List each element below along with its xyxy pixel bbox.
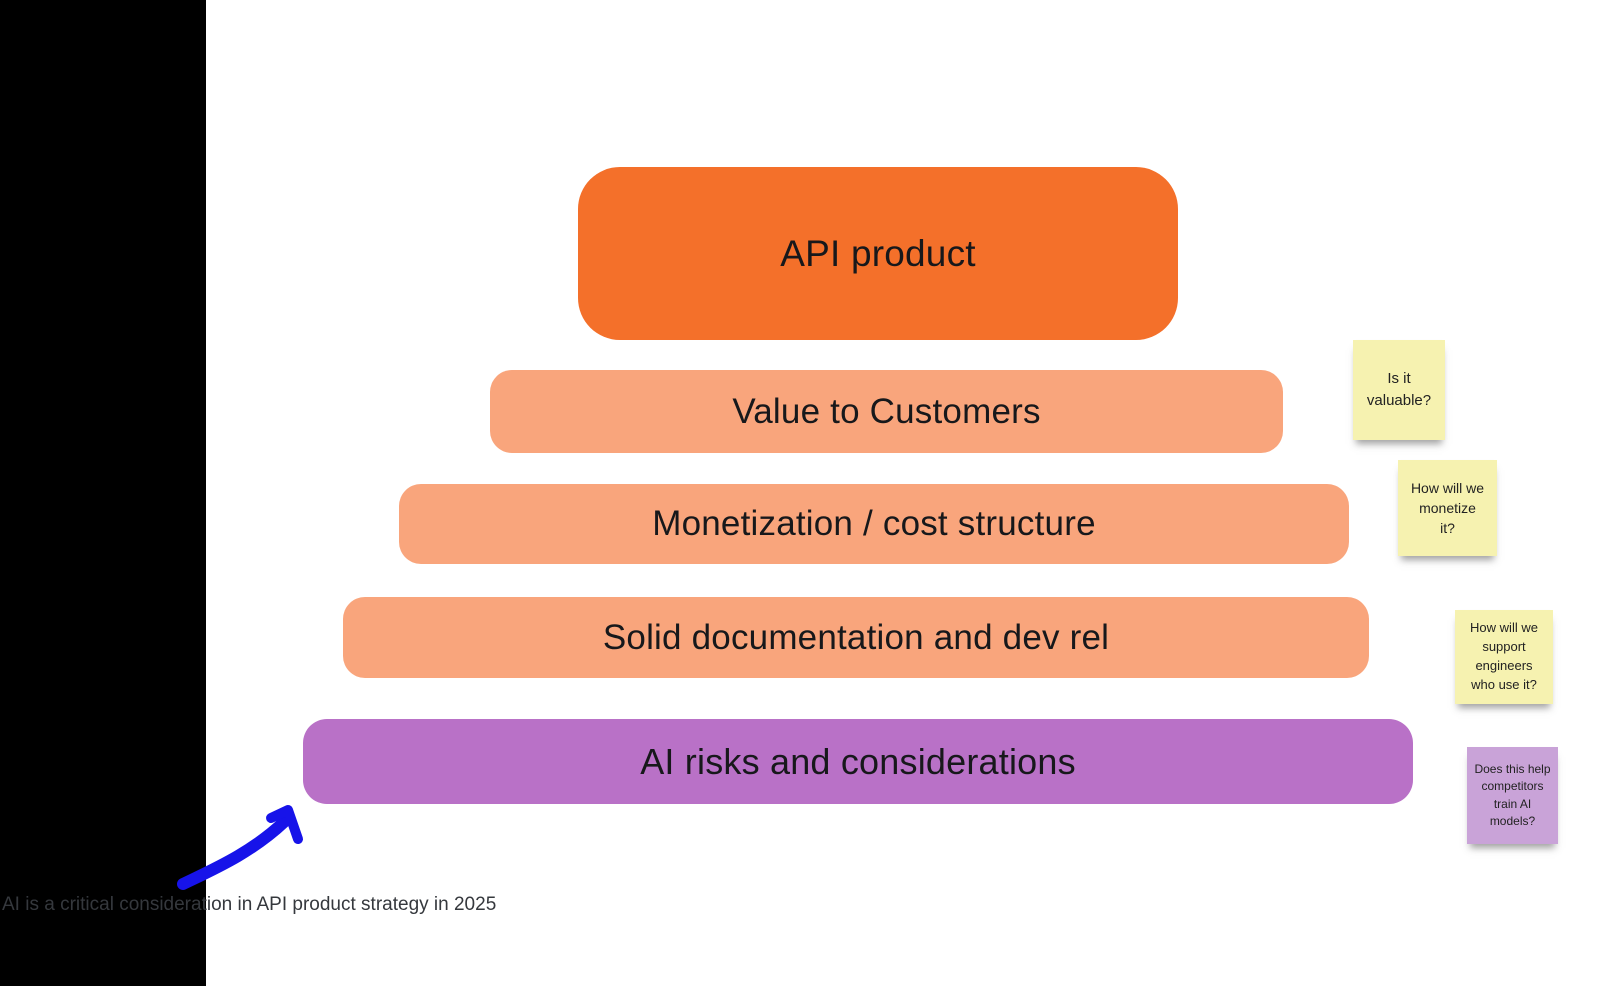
sticky-note-support-engineers: How will we support engineers who use it… bbox=[1455, 610, 1553, 704]
pyramid-level-ai-risks: AI risks and considerations bbox=[303, 719, 1413, 804]
pyramid-level-value-to-customers: Value to Customers bbox=[490, 370, 1283, 453]
pyramid-level-monetization: Monetization / cost structure bbox=[399, 484, 1349, 564]
pyramid-level-api-product: API product bbox=[578, 167, 1178, 340]
sticky-note-competitors-train-ai: Does this help competitors train AI mode… bbox=[1467, 747, 1558, 844]
left-black-panel bbox=[0, 0, 206, 986]
pyramid-level-documentation-dev-rel: Solid documentation and dev rel bbox=[343, 597, 1369, 678]
sticky-note-is-it-valuable: Is it valuable? bbox=[1353, 340, 1445, 440]
caption-text: AI is a critical consideration in API pr… bbox=[2, 894, 497, 915]
sticky-note-monetize: How will we monetize it? bbox=[1398, 460, 1497, 556]
